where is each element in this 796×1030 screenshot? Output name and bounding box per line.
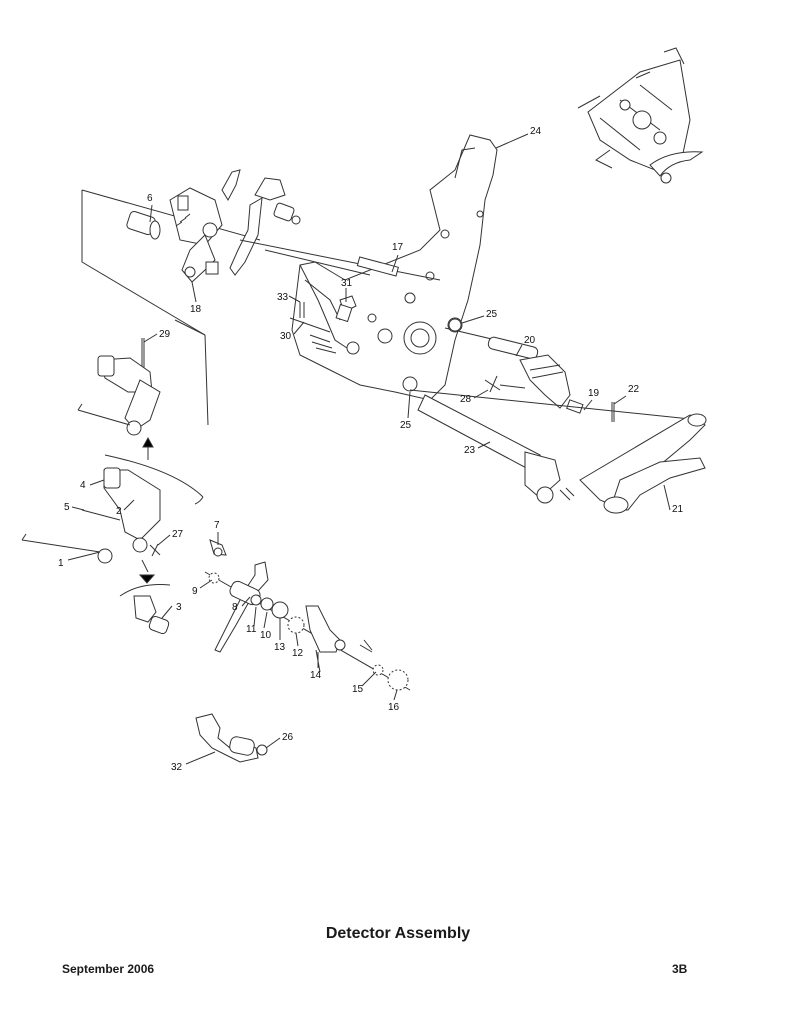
callout-25: 25 <box>400 420 412 431</box>
callout-7: 7 <box>214 520 220 531</box>
callout-2: 2 <box>116 506 122 517</box>
lower-shaft-and-lever <box>409 389 707 514</box>
callout-8: 8 <box>232 602 238 613</box>
callout-18: 18 <box>190 304 202 315</box>
callout-28: 28 <box>460 394 472 405</box>
callout-3: 3 <box>176 602 182 613</box>
callout-9: 9 <box>192 586 198 597</box>
callout-4: 4 <box>80 480 86 491</box>
callout-25: 25 <box>486 309 498 320</box>
callout-1: 1 <box>58 558 64 569</box>
callout-21: 21 <box>672 504 684 515</box>
callout-12: 12 <box>292 648 304 659</box>
assembly-overview-inset <box>577 47 704 184</box>
middle-shaft-assembly <box>204 539 411 691</box>
left-lever-assembly <box>21 338 204 635</box>
callout-leaders <box>67 133 671 765</box>
callout-6: 6 <box>147 193 153 204</box>
callout-29: 29 <box>159 329 171 340</box>
right-side-parts <box>444 318 615 422</box>
callout-15: 15 <box>352 684 364 695</box>
footer-date: September 2006 <box>62 962 155 976</box>
callout-5: 5 <box>64 502 70 513</box>
page-title: Detector Assembly <box>325 925 471 942</box>
callout-20: 20 <box>524 335 536 346</box>
callout-22: 22 <box>628 384 640 395</box>
callout-26: 26 <box>282 732 294 743</box>
callout-19: 19 <box>588 388 600 399</box>
callout-16: 16 <box>388 702 400 713</box>
callout-32: 32 <box>171 762 183 773</box>
shafts-and-pins <box>289 256 399 333</box>
callout-14: 14 <box>310 670 322 681</box>
callout-11: 11 <box>246 624 257 635</box>
callout-10: 10 <box>260 630 272 641</box>
lower-bracket-assembly <box>195 713 268 763</box>
callout-31: 31 <box>341 278 353 289</box>
upper-detector-linkage <box>81 169 261 426</box>
callout-17: 17 <box>392 242 404 253</box>
callout-labels: 1 2 3 4 5 6 7 8 9 10 11 12 13 14 15 16 1… <box>58 126 684 773</box>
callout-24: 24 <box>530 126 542 137</box>
callout-33: 33 <box>277 292 289 303</box>
callout-30: 30 <box>280 331 292 342</box>
callout-23: 23 <box>464 445 476 456</box>
upper-middle-lever <box>229 177 441 281</box>
callout-27: 27 <box>172 529 184 540</box>
callout-13: 13 <box>274 642 286 653</box>
footer-page-number: 3B <box>672 962 688 976</box>
